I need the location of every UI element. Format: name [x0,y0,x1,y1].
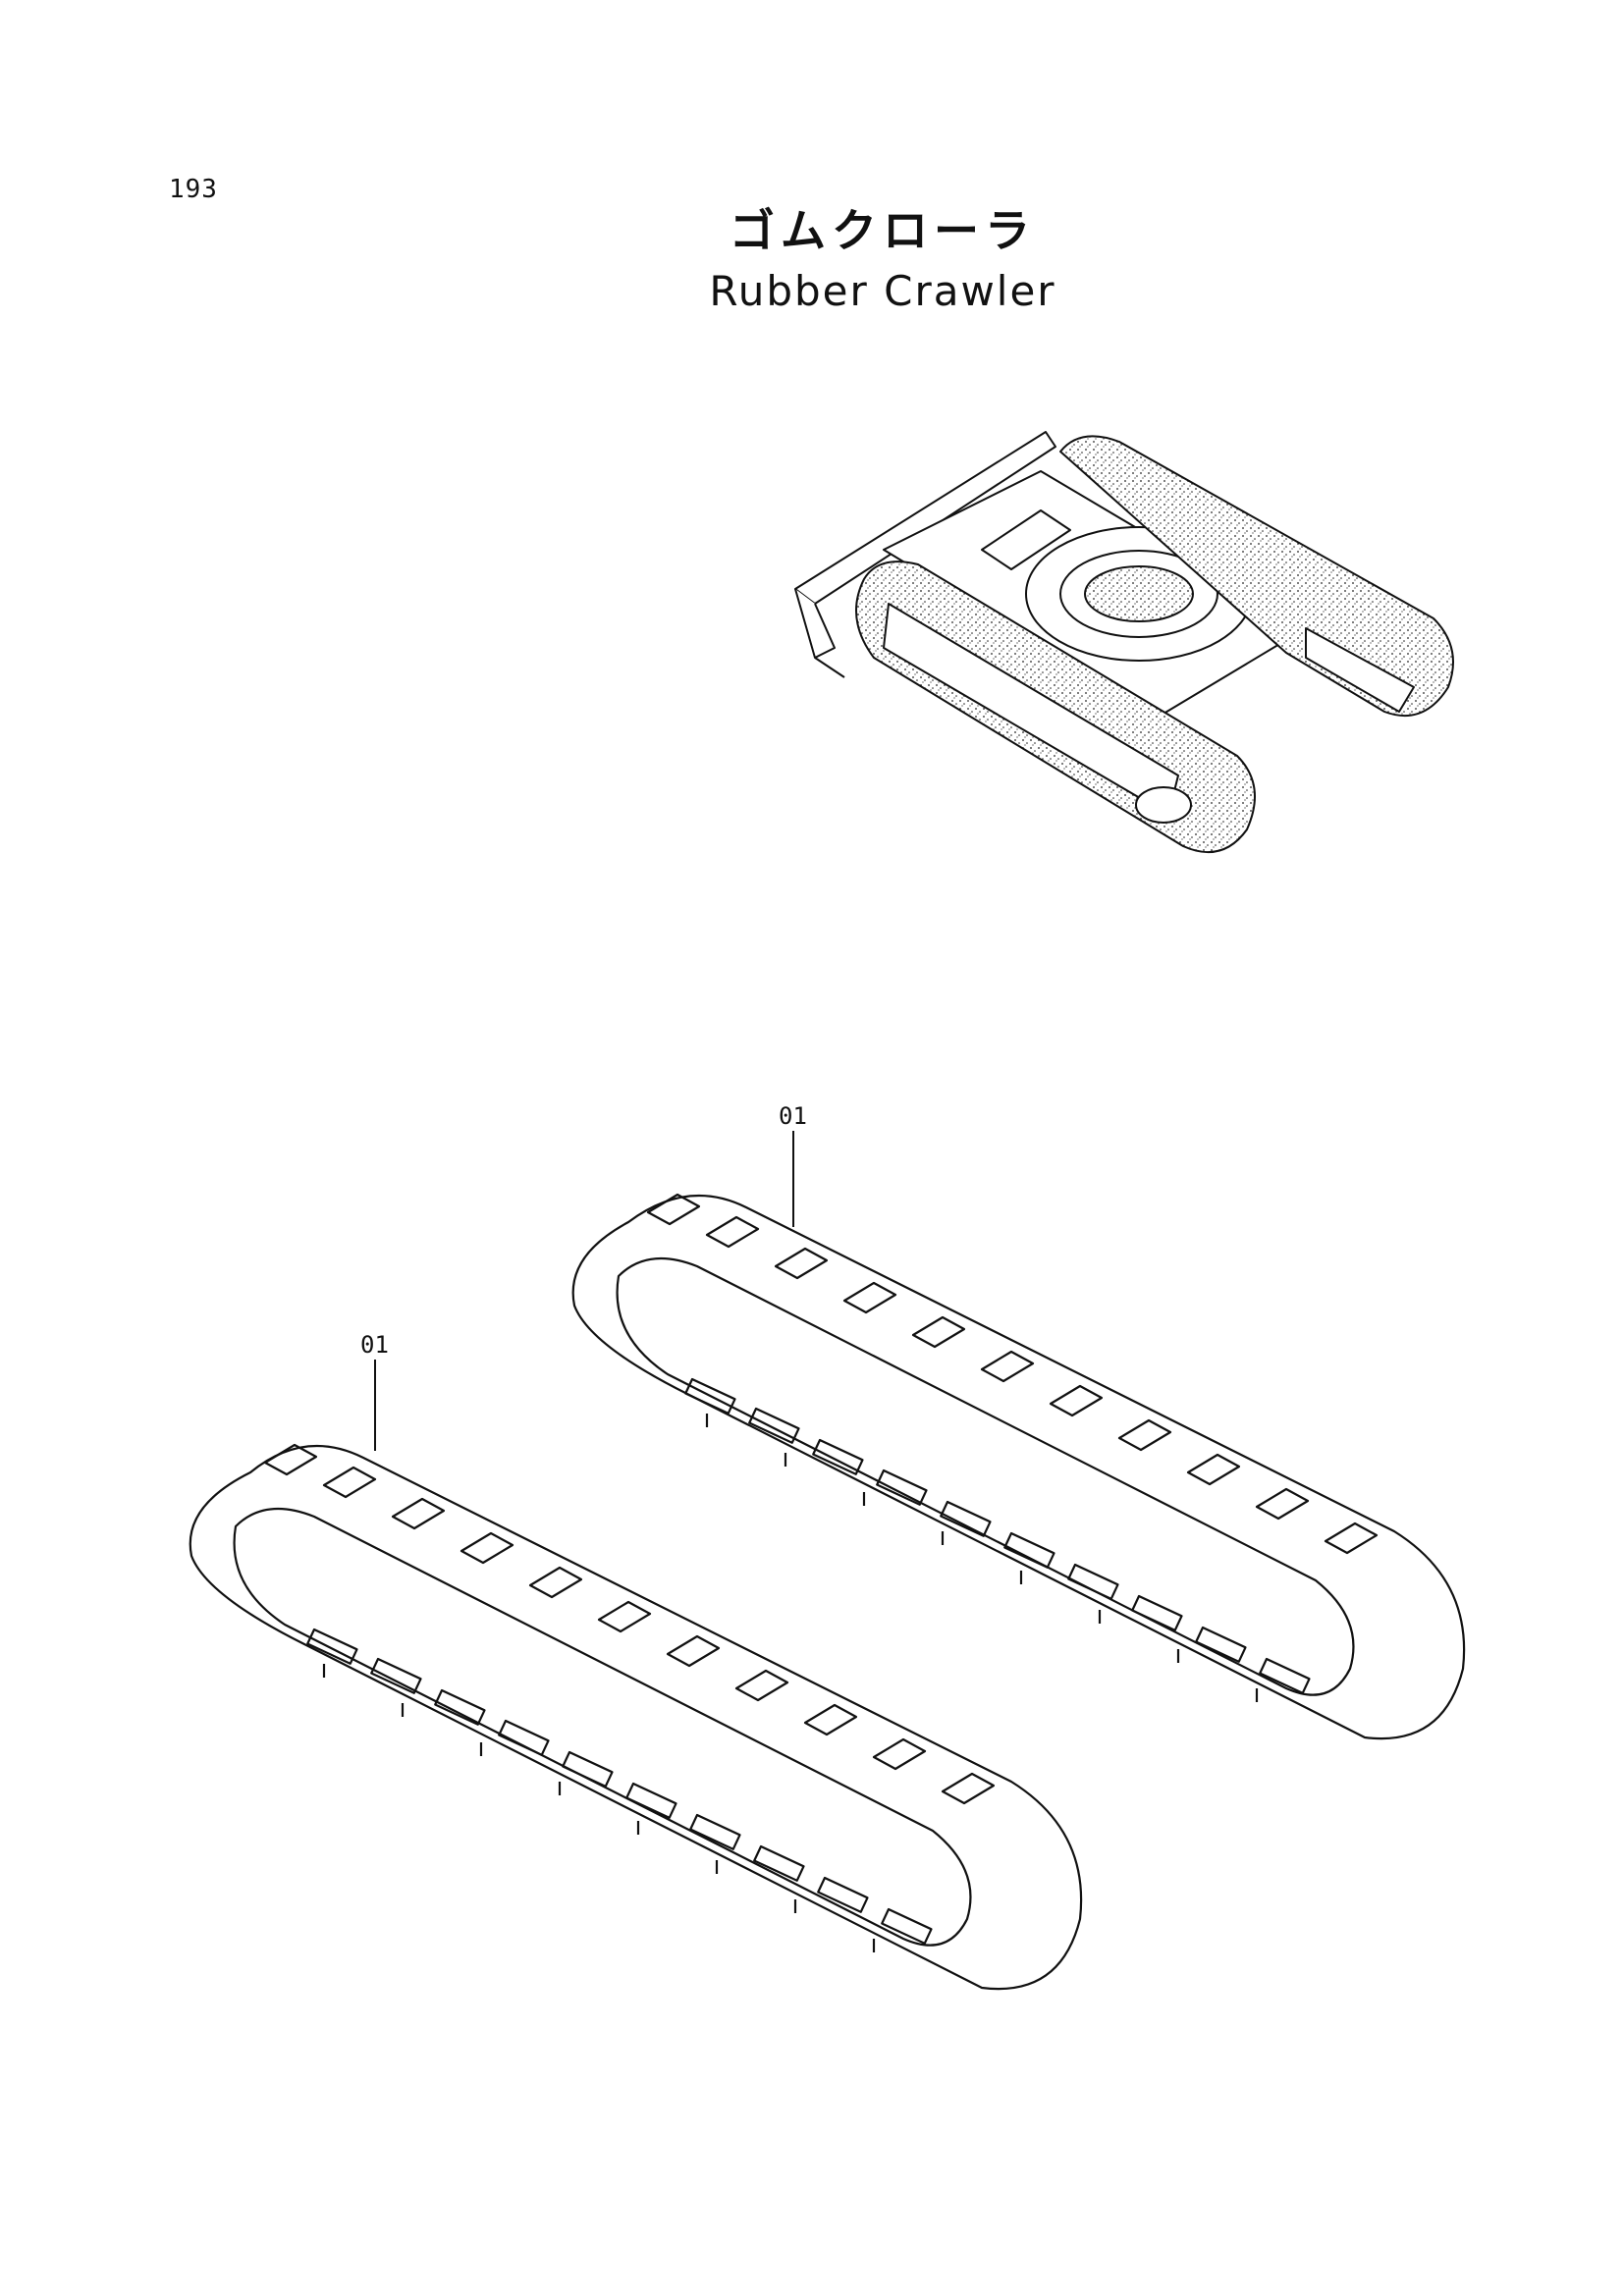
tread-lugs-right [646,1193,1379,1555]
guide-lugs-right [684,1377,1311,1694]
callout-right: 01 [779,1102,807,1227]
bottom-cleats-left [322,1664,876,1952]
crawler-inner-contour [233,1507,972,1947]
dozer-blade [794,431,1056,678]
guide-lugs-left [306,1628,933,1945]
title-block: ゴムクローラ Rubber Crawler [0,201,1623,321]
rear-track [1059,435,1454,718]
title-english: Rubber Crawler [709,267,1056,315]
callout-label: 01 [779,1102,807,1130]
crawler-inner-contour [616,1256,1355,1696]
callout-label: 01 [360,1331,389,1359]
front-track [855,561,1256,854]
bottom-cleats-right [705,1414,1259,1702]
tread-lugs-left [263,1443,996,1805]
title-japanese: ゴムクローラ [730,204,1036,257]
page-number: 193 [169,175,218,204]
callout-left: 01 [360,1331,389,1451]
rubber-crawler-left [189,1443,1083,1991]
rubber-crawler-right [571,1193,1466,1740]
undercarriage-overview [794,431,1454,854]
